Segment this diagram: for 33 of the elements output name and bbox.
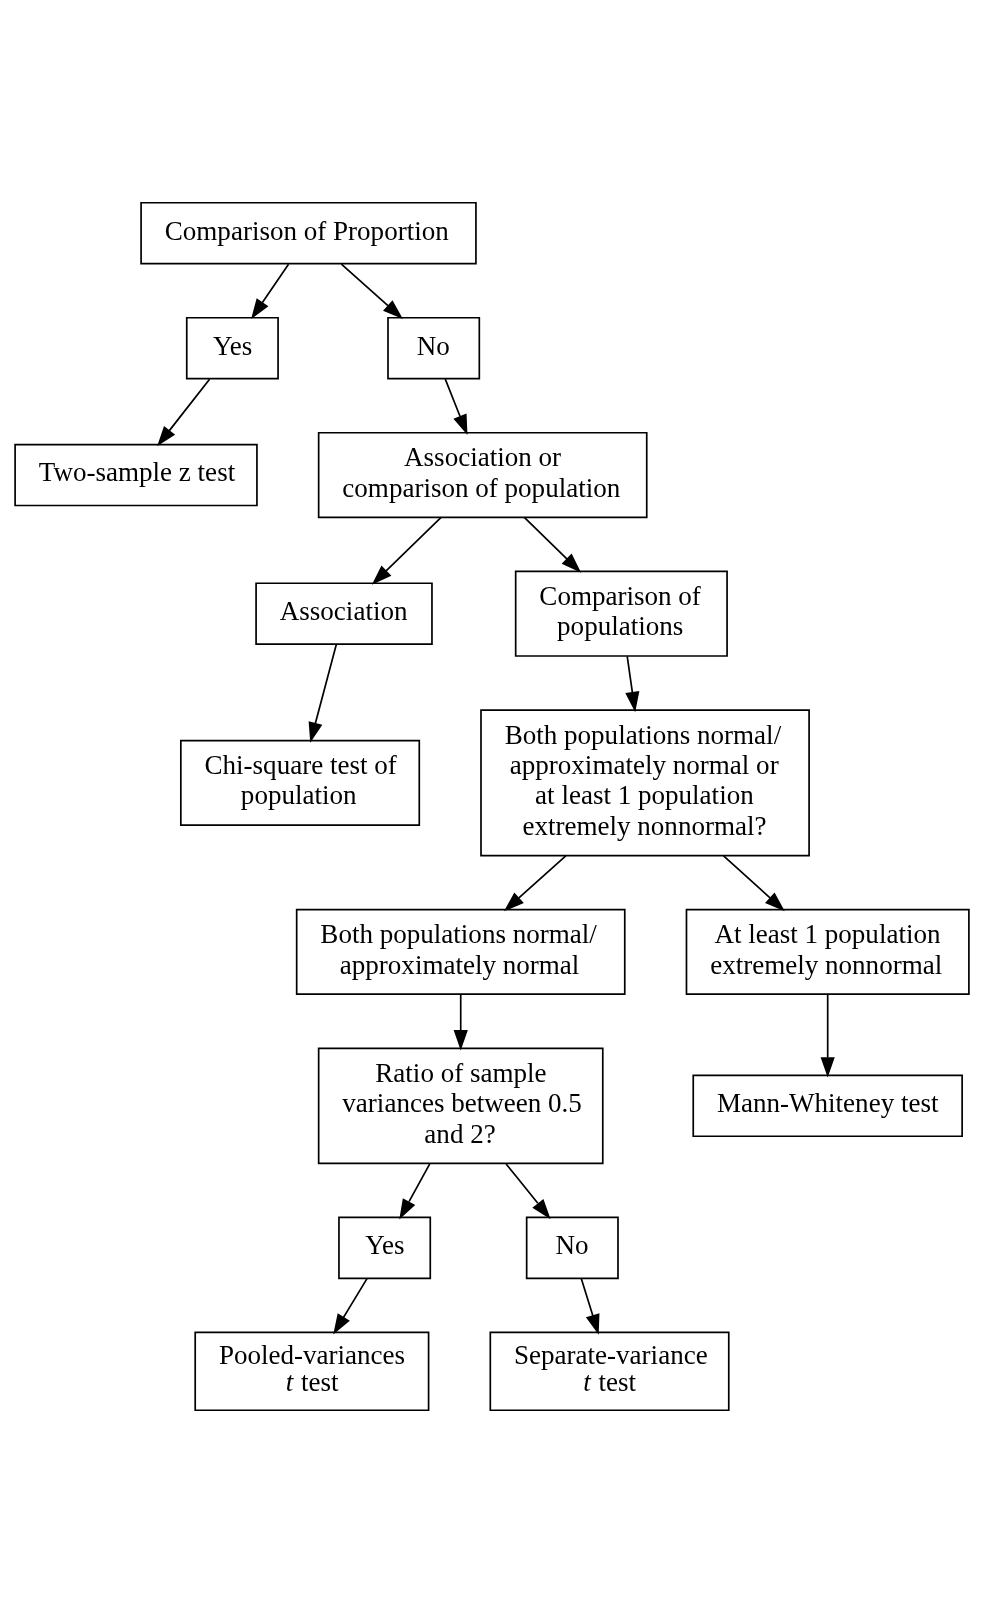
- arrow: [308, 642, 338, 743]
- arrow: [523, 515, 582, 573]
- node-box: Comparison of populations: [514, 570, 728, 657]
- node-box: No: [387, 316, 481, 379]
- node-box: Ratio of sample variances between 0.5 and 2?: [317, 1047, 604, 1164]
- node-box: Comparison of Proportion: [140, 201, 477, 264]
- arrow: [399, 1162, 431, 1219]
- node-box: Separate-variance t test: [489, 1331, 730, 1411]
- arrow: [453, 993, 468, 1050]
- node-box: Pooled-variances t test: [194, 1331, 430, 1411]
- node-box: At least 1 population extremely nonnormal: [685, 908, 970, 995]
- arrow: [580, 1277, 600, 1335]
- node-box: Both populations normal/ approximately normal or at least 1 population extremely nonnormal?: [480, 708, 810, 856]
- arrow: [503, 854, 567, 911]
- node-box: Yes: [338, 1216, 432, 1279]
- node-box: Two-sample z test: [14, 443, 258, 506]
- node-box: Chi-square test of population: [180, 739, 421, 826]
- arrow: [820, 993, 835, 1078]
- arrow: [157, 377, 211, 446]
- node-box: Mann-Whiteney test: [692, 1074, 963, 1137]
- arrow: [333, 1277, 368, 1334]
- arrow: [625, 655, 640, 712]
- node-box: Association: [255, 581, 433, 645]
- node-box: Association or comparison of population: [317, 431, 648, 518]
- node-box: Yes: [185, 316, 279, 379]
- node-box: No: [525, 1216, 619, 1279]
- arrow: [722, 854, 785, 911]
- arrow: [444, 377, 468, 435]
- arrow: [340, 262, 403, 319]
- arrow: [505, 1162, 551, 1219]
- node-box: Both populations normal/ approximately normal: [295, 908, 626, 995]
- arrow: [251, 262, 290, 319]
- arrow: [371, 515, 442, 585]
